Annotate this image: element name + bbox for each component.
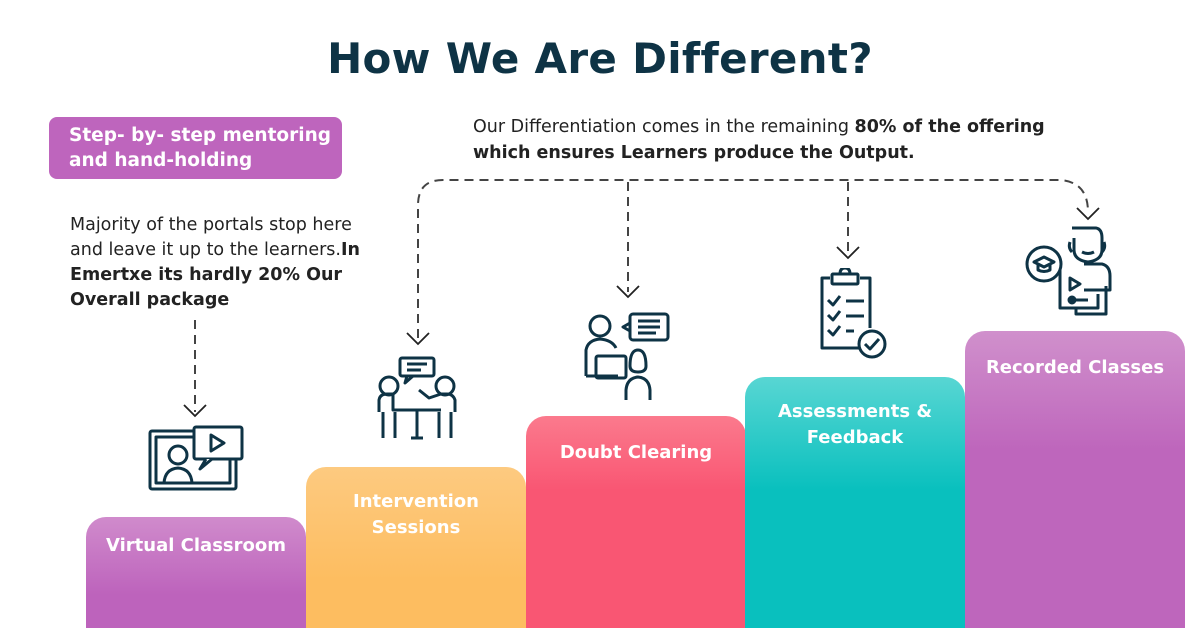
recorded-lesson-icon bbox=[1025, 226, 1112, 316]
step-intervention-sessions: Intervention Sessions bbox=[306, 467, 526, 628]
step-label-line-1: Intervention bbox=[353, 491, 479, 512]
page-title: How We Are Different? bbox=[327, 34, 873, 83]
step-label-line-2: Feedback bbox=[806, 427, 904, 448]
badge-line-1: Step- by- step mentoring bbox=[69, 125, 332, 146]
differentiation-note-bold: 80% of the offering which ensures Learne… bbox=[473, 117, 1045, 163]
main-connector-line bbox=[417, 179, 1089, 338]
differentiation-note: Our Differentiation comes in the remaini… bbox=[473, 114, 1093, 166]
checklist-clipboard-icon bbox=[820, 268, 887, 359]
group-discussion-icon bbox=[377, 356, 457, 440]
step-label: Virtual Classroom bbox=[106, 535, 286, 556]
portals-note: Majority of the portals stop here and le… bbox=[70, 213, 390, 313]
step-assessments-feedback: Assessments & Feedback bbox=[745, 377, 965, 628]
mentoring-badge: Step- by- step mentoring and hand-holdin… bbox=[49, 117, 342, 179]
mentor-conversation-icon bbox=[584, 312, 670, 400]
step-label: Doubt Clearing bbox=[559, 442, 713, 463]
portals-note-normal: Majority of the portals stop here and le… bbox=[70, 215, 352, 260]
badge-line-2: and hand-holding bbox=[69, 150, 253, 171]
step-label-line-2: Sessions bbox=[371, 517, 461, 538]
arrow-doubt-icon bbox=[616, 285, 640, 299]
arrow-virtual-icon bbox=[183, 404, 207, 418]
step-doubt-clearing: Doubt Clearing bbox=[526, 416, 746, 628]
video-lecture-icon bbox=[148, 425, 244, 491]
differentiation-note-normal: Our Differentiation comes in the remaini… bbox=[473, 117, 855, 137]
arrow-recorded-icon bbox=[1076, 207, 1100, 221]
step-label: Recorded Classes bbox=[985, 357, 1165, 378]
portals-note-bold: In Emertxe its hardly 20% Our Overall pa… bbox=[70, 240, 360, 310]
step-virtual-classroom: Virtual Classroom bbox=[86, 517, 306, 628]
arrow-intervention-icon bbox=[406, 332, 430, 346]
step-recorded-classes: Recorded Classes bbox=[965, 331, 1185, 628]
step-label-line-1: Assessments & bbox=[777, 401, 933, 422]
arrow-assessment-icon bbox=[836, 246, 860, 260]
